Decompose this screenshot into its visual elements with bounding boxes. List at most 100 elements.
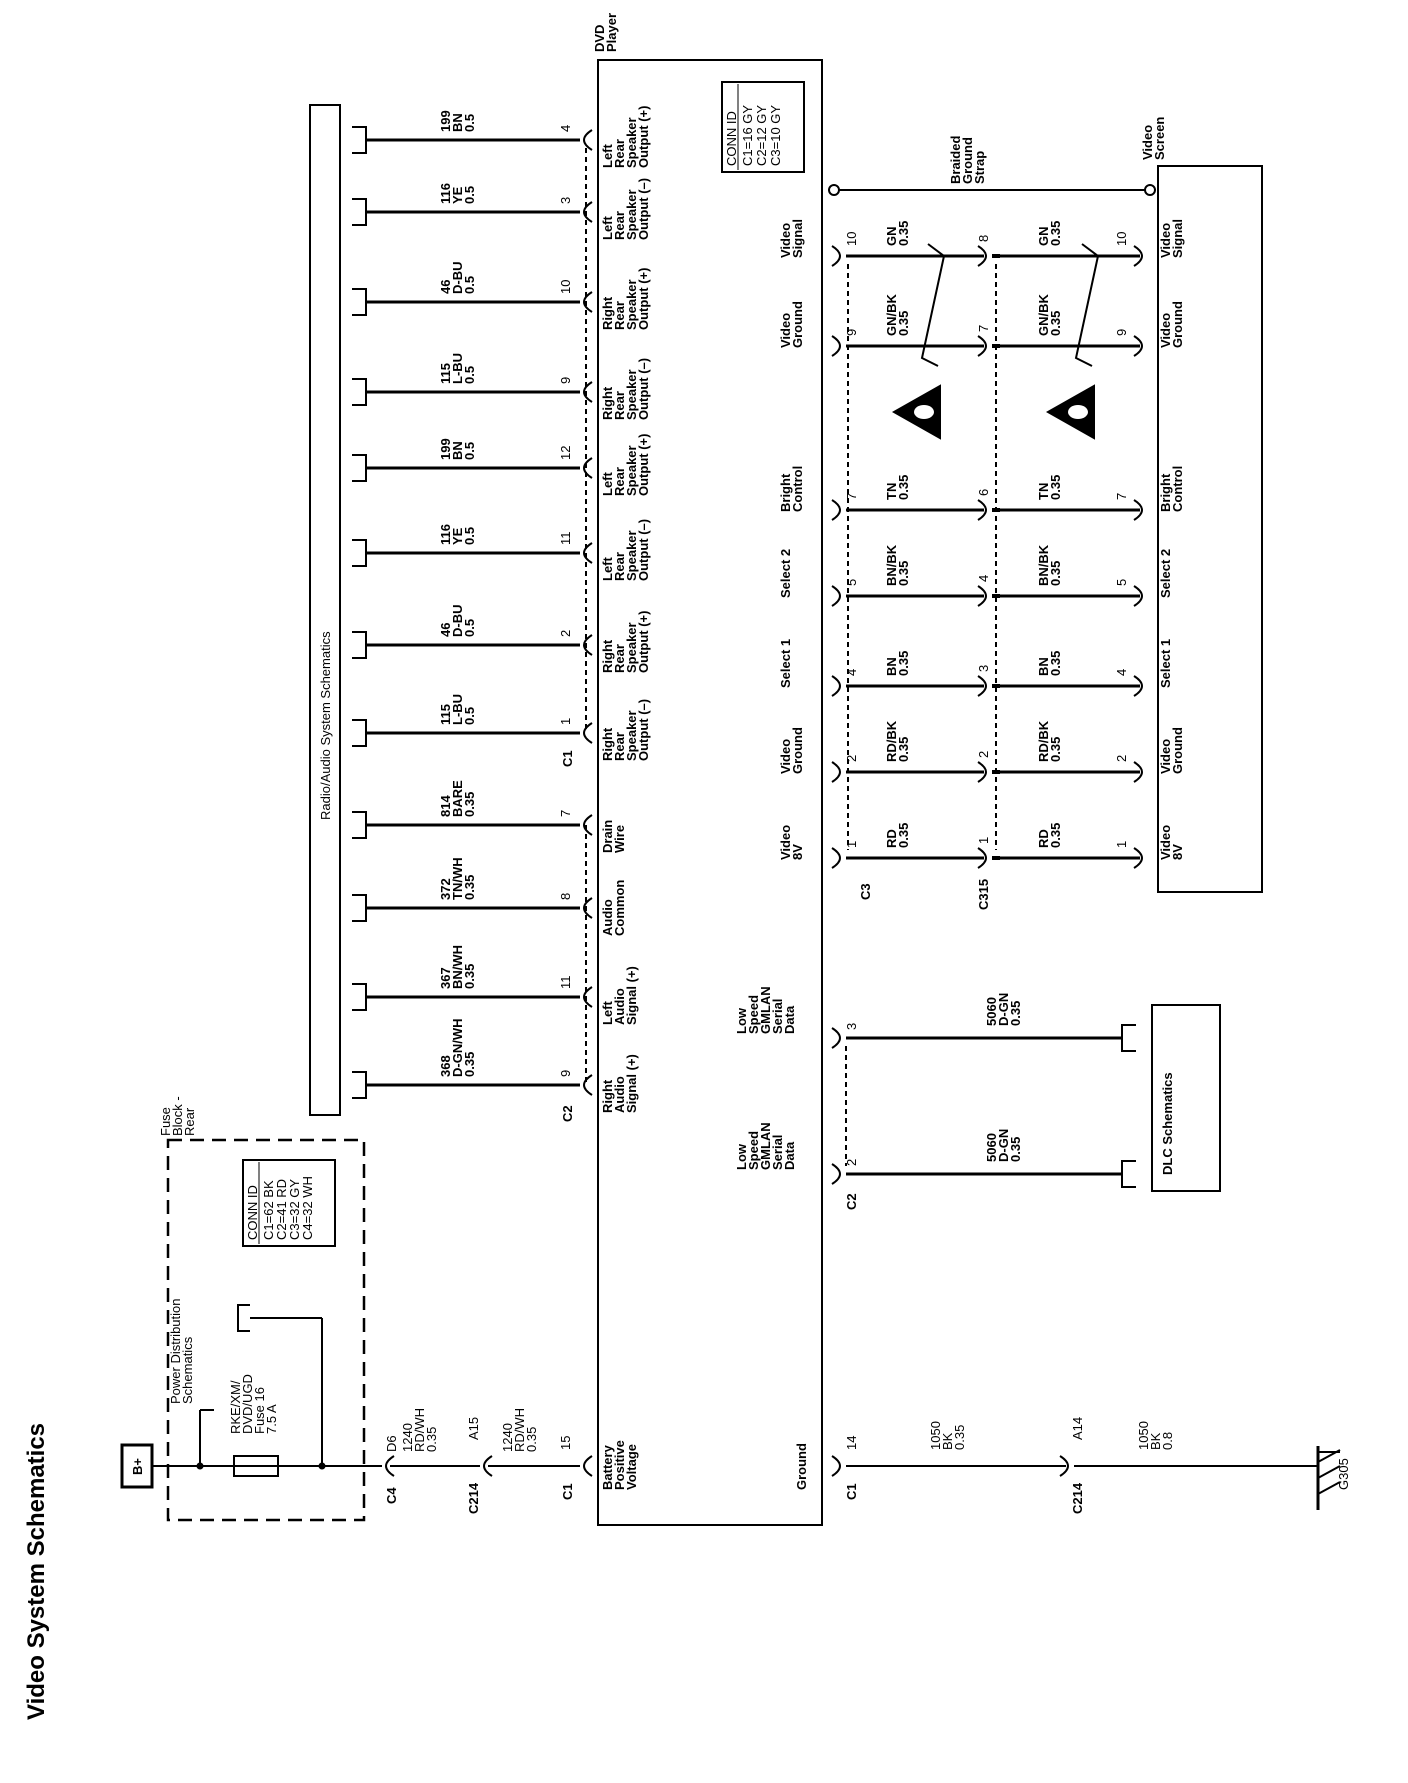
circuit-label: Rear bbox=[612, 552, 627, 581]
pin-number: 4 bbox=[844, 669, 859, 676]
circuit-label: Output (+) bbox=[636, 434, 651, 496]
pin-number: 5 bbox=[1114, 579, 1129, 586]
pin-number: 9 bbox=[844, 329, 859, 336]
wire-spec: 0.5 bbox=[462, 114, 477, 132]
pin-number: 1 bbox=[558, 718, 573, 725]
dvd-terminal bbox=[583, 291, 593, 313]
radio-audio-label: Radio/Audio System Schematics bbox=[318, 631, 333, 820]
c315-terminal-a bbox=[977, 675, 987, 697]
pin-number: 11 bbox=[558, 976, 573, 990]
wire-spec: 0.35 bbox=[896, 221, 911, 246]
wire-spec: GN bbox=[884, 227, 899, 247]
c315-terminal-a bbox=[977, 335, 987, 357]
circuit-label: Speaker bbox=[624, 530, 639, 581]
video-dvd-terminal bbox=[831, 585, 841, 607]
wire-spec: RD/BK bbox=[884, 720, 899, 762]
wire-spec: 0.35 bbox=[1048, 651, 1063, 676]
pin-number: 7 bbox=[976, 325, 991, 332]
wire-spec: BN/BK bbox=[1036, 544, 1051, 586]
video-screen-circuit-label: Video bbox=[1158, 223, 1173, 258]
circuit-label: Output (–) bbox=[636, 699, 651, 761]
dvd-conn-id-line: C3=10 GY bbox=[768, 105, 783, 166]
dlc-label: DLC Schematics bbox=[1160, 1072, 1175, 1175]
power-dist-label: Schematics bbox=[180, 1336, 195, 1404]
dlc-terminal-bracket bbox=[1121, 1024, 1136, 1052]
circuit-label: Right bbox=[600, 639, 615, 673]
video-screen-circuit-label: Video bbox=[1158, 313, 1173, 348]
wire-spec: GN/BK bbox=[884, 294, 899, 337]
wire-spec: 0.8 bbox=[1160, 1432, 1175, 1450]
video-screen-terminal bbox=[1133, 675, 1143, 697]
wire-spec: D-BU bbox=[450, 262, 465, 295]
circuit-label: Rear bbox=[612, 301, 627, 330]
wire-spec: 0.35 bbox=[1048, 311, 1063, 336]
radio-terminal-bracket bbox=[352, 288, 367, 316]
circuit-label: Right bbox=[600, 727, 615, 761]
ground-hatch bbox=[1317, 1481, 1341, 1495]
video-dvd-label: Bright bbox=[778, 473, 793, 512]
battery-label: Positive bbox=[612, 1440, 627, 1490]
fuse-conn-id-line: C3=32 GY bbox=[287, 1179, 302, 1240]
fuse-conn-id-title: CONN ID bbox=[245, 1185, 260, 1240]
circuit-label: Left bbox=[600, 557, 615, 582]
wire-spec: 0.35 bbox=[1008, 1137, 1023, 1162]
wire-spec: 0.35 bbox=[1048, 221, 1063, 246]
fuse-block-label: Rear bbox=[182, 1107, 197, 1136]
wire-spec: TN bbox=[884, 483, 899, 500]
circuit-label: Speaker bbox=[624, 445, 639, 496]
wire-spec: 199 bbox=[438, 110, 453, 132]
circuit-label: Rear bbox=[612, 139, 627, 168]
wire-spec: 0.5 bbox=[462, 366, 477, 384]
video-screen-circuit-label: 8V bbox=[1170, 844, 1185, 860]
pin-number: 4 bbox=[976, 575, 991, 582]
wire-spec: 0.35 bbox=[1008, 1001, 1023, 1026]
wire-spec: BN bbox=[1036, 657, 1051, 676]
wire-spec: 0.35 bbox=[462, 964, 477, 989]
pin-number: 9 bbox=[558, 1070, 573, 1077]
wire-spec: BN/BK bbox=[884, 544, 899, 586]
wire-spec: 5060 bbox=[984, 1133, 999, 1162]
gmlan-label: Data bbox=[782, 1141, 797, 1170]
video-screen-circuit-label: Video bbox=[1158, 825, 1173, 860]
circuit-label: Output (+) bbox=[636, 268, 651, 330]
wire-spec: TN bbox=[1036, 483, 1051, 500]
power-dist-bracket bbox=[237, 1304, 250, 1332]
warning-triangle-icon-dot bbox=[905, 409, 911, 415]
circuit-label: Output (–) bbox=[636, 358, 651, 420]
fuse-16-label: Fuse 16 bbox=[252, 1387, 267, 1434]
dvd-terminal bbox=[583, 1074, 593, 1096]
wire-spec: 46 bbox=[438, 623, 453, 637]
radio-terminal-bracket bbox=[352, 198, 367, 226]
dvd-conn-id-line: C1=16 GY bbox=[740, 105, 755, 166]
pin-number: 3 bbox=[558, 197, 573, 204]
dvd-ground-terminal bbox=[831, 1455, 841, 1477]
radio-c2-label: C2 bbox=[560, 1105, 575, 1122]
video-screen-circuit-label: Ground bbox=[1170, 301, 1185, 348]
video-dvd-label: Video bbox=[778, 825, 793, 860]
video-dvd-label: Select 2 bbox=[778, 549, 793, 598]
dvd-terminal bbox=[583, 457, 593, 479]
wire-spec: 0.35 bbox=[896, 561, 911, 586]
wire-spec: 0.35 bbox=[896, 475, 911, 500]
video-dvd-label: Signal bbox=[790, 219, 805, 258]
warning-triangle-icon-dot bbox=[1059, 409, 1065, 415]
radio-terminal-bracket bbox=[352, 983, 367, 1011]
wire-spec: D-BU bbox=[450, 605, 465, 638]
wire-spec: 116 bbox=[438, 524, 453, 545]
dvd-player-label: Player bbox=[604, 13, 619, 52]
circuit-label: Audio bbox=[600, 899, 615, 936]
circuit-label: Wire bbox=[612, 825, 627, 853]
video-screen-terminal bbox=[1133, 245, 1143, 267]
warning-triangle-icon-mark bbox=[1068, 405, 1088, 419]
pin-number: 4 bbox=[1114, 669, 1129, 676]
video-dvd-terminal bbox=[831, 245, 841, 267]
dvd-conn-id-line: C2=12 GY bbox=[754, 105, 769, 166]
fuse-block-label: Block - bbox=[170, 1096, 185, 1136]
wire-spec: GN/BK bbox=[1036, 294, 1051, 337]
c4-label: C4 bbox=[384, 1487, 399, 1504]
radio-c1-label: C1 bbox=[560, 750, 575, 767]
video-screen-terminal bbox=[1133, 585, 1143, 607]
twisted-pair-mark bbox=[920, 243, 946, 367]
wire-spec: YE bbox=[450, 186, 465, 204]
